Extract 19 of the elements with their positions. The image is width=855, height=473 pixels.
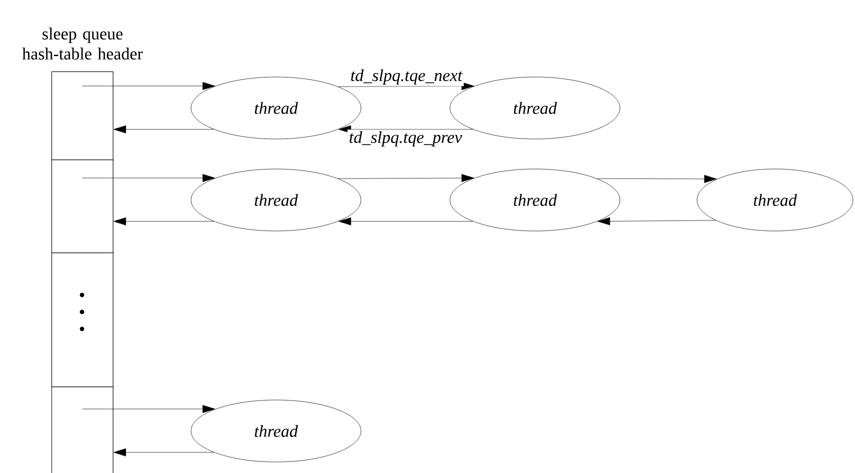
arrow <box>82 405 216 413</box>
arrow <box>114 448 214 456</box>
edge-label: td_slpq.tqe_next <box>348 68 464 86</box>
arrow <box>338 82 474 90</box>
arrow <box>598 217 716 226</box>
table-cell <box>51 252 114 388</box>
arrow <box>338 217 474 226</box>
arrow <box>338 125 474 134</box>
table-cell <box>51 159 114 254</box>
arrow <box>82 174 216 182</box>
table-cell <box>51 71 114 160</box>
arrow <box>114 217 214 226</box>
edge-label: td_slpq.tqe_prev <box>347 130 464 148</box>
arrow <box>338 174 474 182</box>
arrow <box>82 82 216 90</box>
arrow <box>114 125 214 134</box>
node-label: sleep queue hash-table header <box>22 28 143 60</box>
table-cell <box>51 386 114 473</box>
arrow <box>596 174 717 183</box>
